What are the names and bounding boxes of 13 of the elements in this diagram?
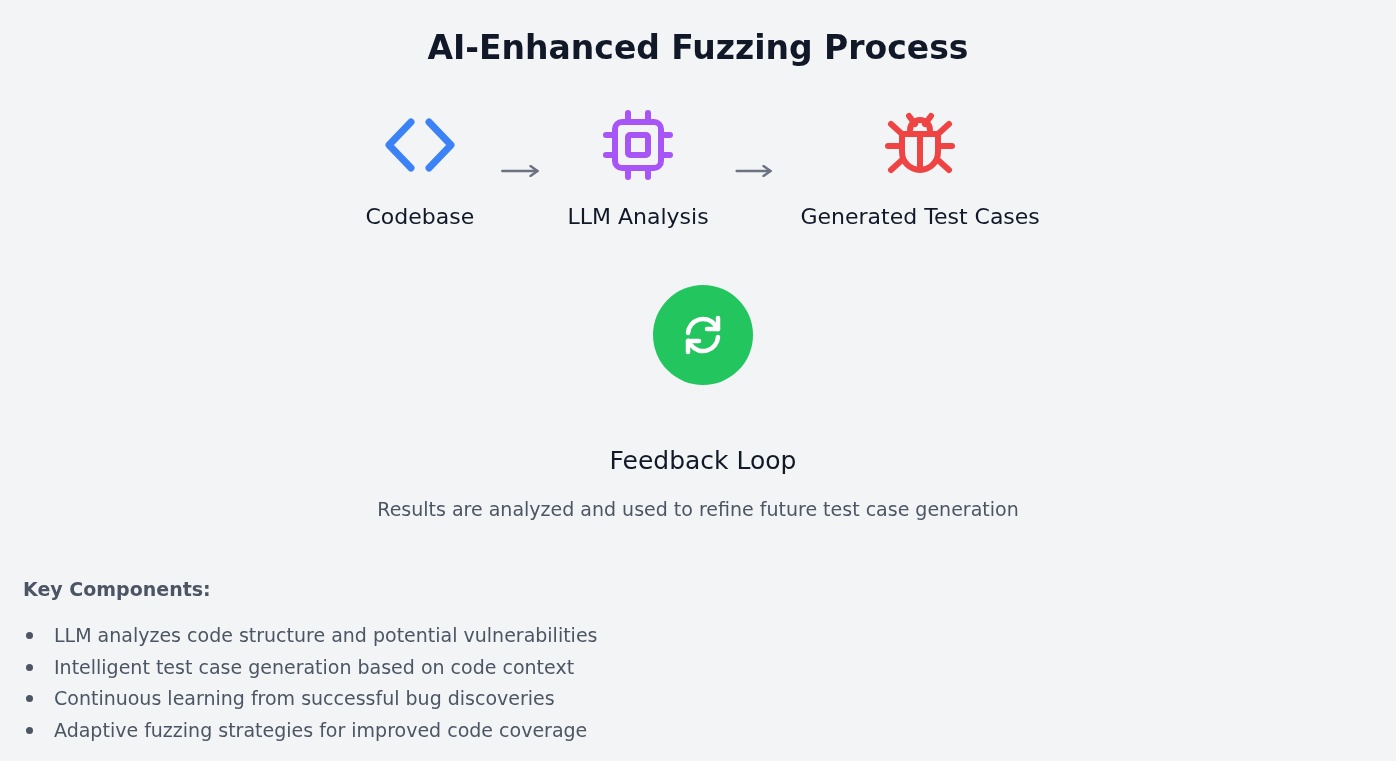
feedback-description: Results are analyzed and used to refine future test case generation — [376, 497, 1020, 522]
feedback-heading: Feedback Loop — [609, 445, 797, 477]
section-heading: Key Components: — [23, 578, 211, 600]
bullet-text: Adaptive fuzzing strategies for improved code coverage — [54, 717, 588, 743]
diagram-title: AI-Enhanced Fuzzing Process — [426, 27, 970, 69]
arrow — [501, 164, 539, 178]
bullet-text: LLM analyzes code structure and potential vulnerabilities — [54, 623, 598, 648]
step-label: Generated Test Cases — [800, 203, 1040, 231]
step-label: LLM Analysis — [567, 203, 709, 231]
bullet-text: Continuous learning from successful bug discoveries — [54, 686, 555, 711]
arrow — [735, 164, 772, 178]
bullet-text: Intelligent test case generation based on code context — [54, 654, 575, 680]
step-label: Codebase — [365, 203, 475, 231]
